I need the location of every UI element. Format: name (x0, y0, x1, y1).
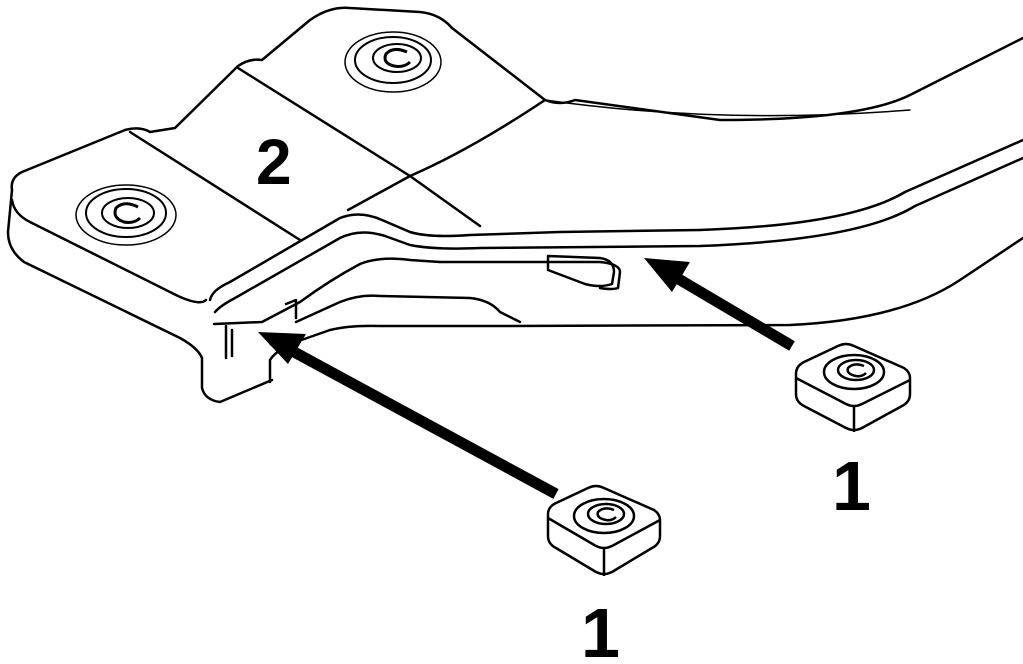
arrow-icon-right (657, 263, 795, 351)
channel-upper-lip (208, 138, 1023, 302)
callout-nut-right: 1 (832, 447, 871, 525)
bracket-crease-3 (346, 98, 547, 212)
bracket-crease-1 (128, 130, 302, 242)
channel-upper-lip-2 (213, 156, 1023, 314)
callout-part-2: 2 (256, 126, 292, 198)
fastener-hole-left (75, 184, 177, 246)
circled-c-icon (383, 47, 412, 68)
fastener-hole-right (344, 31, 442, 93)
left-slot-opening (224, 298, 298, 360)
bracket-front-edge (6, 188, 274, 404)
arrow-head-left (258, 332, 306, 364)
bracket-plate-edge (10, 198, 208, 304)
mounting-bracket (6, 6, 1023, 404)
square-nut-left (546, 484, 662, 576)
arrow-head-right (644, 258, 690, 292)
callout-nut-left: 1 (581, 594, 620, 664)
bracket-crease-5 (544, 99, 911, 117)
channel-lower-rim (212, 257, 442, 326)
channel-far-wall (438, 260, 622, 291)
bracket-crease-2 (236, 66, 412, 178)
circled-c-icon (596, 507, 617, 522)
circled-c-icon (846, 363, 867, 378)
circled-c-icon (113, 202, 142, 224)
arrow-icon-left (269, 335, 559, 499)
channel-base-inner (294, 294, 522, 324)
channel-slot-tab (546, 254, 616, 288)
bracket-top-outline (10, 6, 1023, 192)
square-nut-right (794, 342, 912, 432)
bracket-crease-4 (408, 174, 482, 228)
